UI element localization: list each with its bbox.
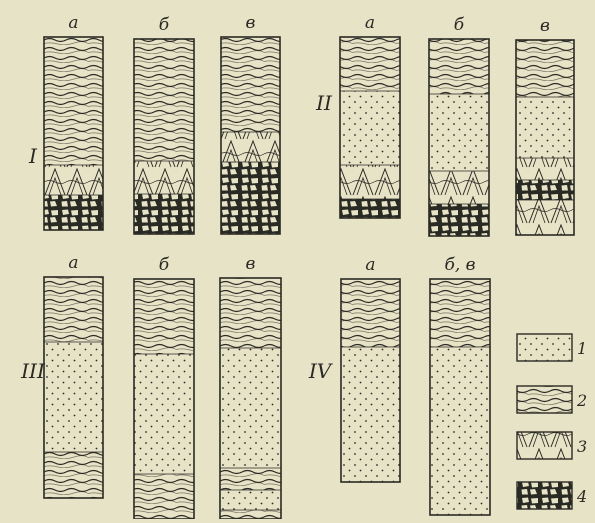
layer-waves [430,279,490,347]
layer-waves [134,474,194,519]
legend-item: 3 [517,432,587,459]
soil-column: а [341,255,400,482]
layer-blocks [429,204,489,236]
layer-dots [516,97,574,158]
legend-swatch-wavy-lines [517,386,572,413]
layer-waves [44,277,103,342]
layer-waves [134,279,194,354]
layer-dots [429,94,489,171]
layer-wedges [134,161,194,194]
layer-waves [221,37,280,132]
layer-wedges [516,200,574,235]
soil-column: а [340,13,400,218]
soil-column: б, в [430,255,490,515]
layer-wedges [44,165,103,195]
legend-number: 3 [577,437,587,456]
soil-column: в [516,16,574,235]
legend-swatch-blocks [517,482,572,509]
legend-item: 1 [517,334,587,361]
layer-waves [429,39,489,94]
layer-dots [44,342,103,452]
layer-dots [341,347,400,482]
layer-dots [220,490,281,510]
column-label: в [540,16,550,36]
column-label: б [454,15,465,35]
legend-item: 2 [517,386,587,413]
layer-waves [220,510,281,519]
layer-waves [134,39,194,161]
layer-wedges [516,158,574,180]
group-label: II [315,91,333,115]
group-label: I [28,144,38,168]
soil-column: а [44,13,103,230]
legend-number: 2 [576,391,587,410]
column-label: а [68,253,78,273]
layer-blocks [44,195,103,230]
profile-group-1: Iа б в [28,13,280,234]
layer-dots [430,347,490,515]
column-label: б [159,255,170,275]
layer-waves [44,452,103,498]
layer-waves [220,278,281,348]
profile-group-3: III а б в [20,253,281,519]
layer-blocks [516,180,574,200]
layer-blocks [221,162,280,234]
column-label: б, в [444,255,475,275]
layer-waves [44,37,103,165]
group-label: III [20,359,46,383]
layer-dots [134,354,194,474]
soil-column: а [44,253,103,498]
column-label: в [246,13,256,33]
legend-item: 4 [517,482,587,509]
layer-dots [220,348,281,468]
column-label: а [365,255,375,275]
profile-group-2: II а б в [315,13,574,236]
layer-waves [340,37,400,91]
layer-wedges [221,132,280,162]
group-label: IV [308,359,334,383]
soil-column: в [220,254,281,519]
layer-blocks [340,199,400,218]
layer-waves [220,468,281,490]
layer-dots [340,91,400,165]
soil-column: б [134,255,194,519]
soil-column: б [429,15,489,236]
column-label: в [246,254,256,274]
legend-number: 4 [576,487,587,506]
layer-wedges [429,171,489,204]
layer-waves [516,40,574,97]
column-label: б [159,15,170,35]
soil-column: б [134,15,194,234]
legend-swatch-dots [517,334,572,361]
legend-number: 1 [577,339,587,358]
layer-wedges [340,165,400,199]
layer-blocks [134,194,194,234]
soil-column: в [221,13,280,234]
legend-swatch-wedges [517,432,572,459]
layer-waves [341,279,400,347]
profile-group-4: IV а б, в [308,255,490,515]
column-label: а [68,13,78,33]
column-label: а [365,13,375,33]
